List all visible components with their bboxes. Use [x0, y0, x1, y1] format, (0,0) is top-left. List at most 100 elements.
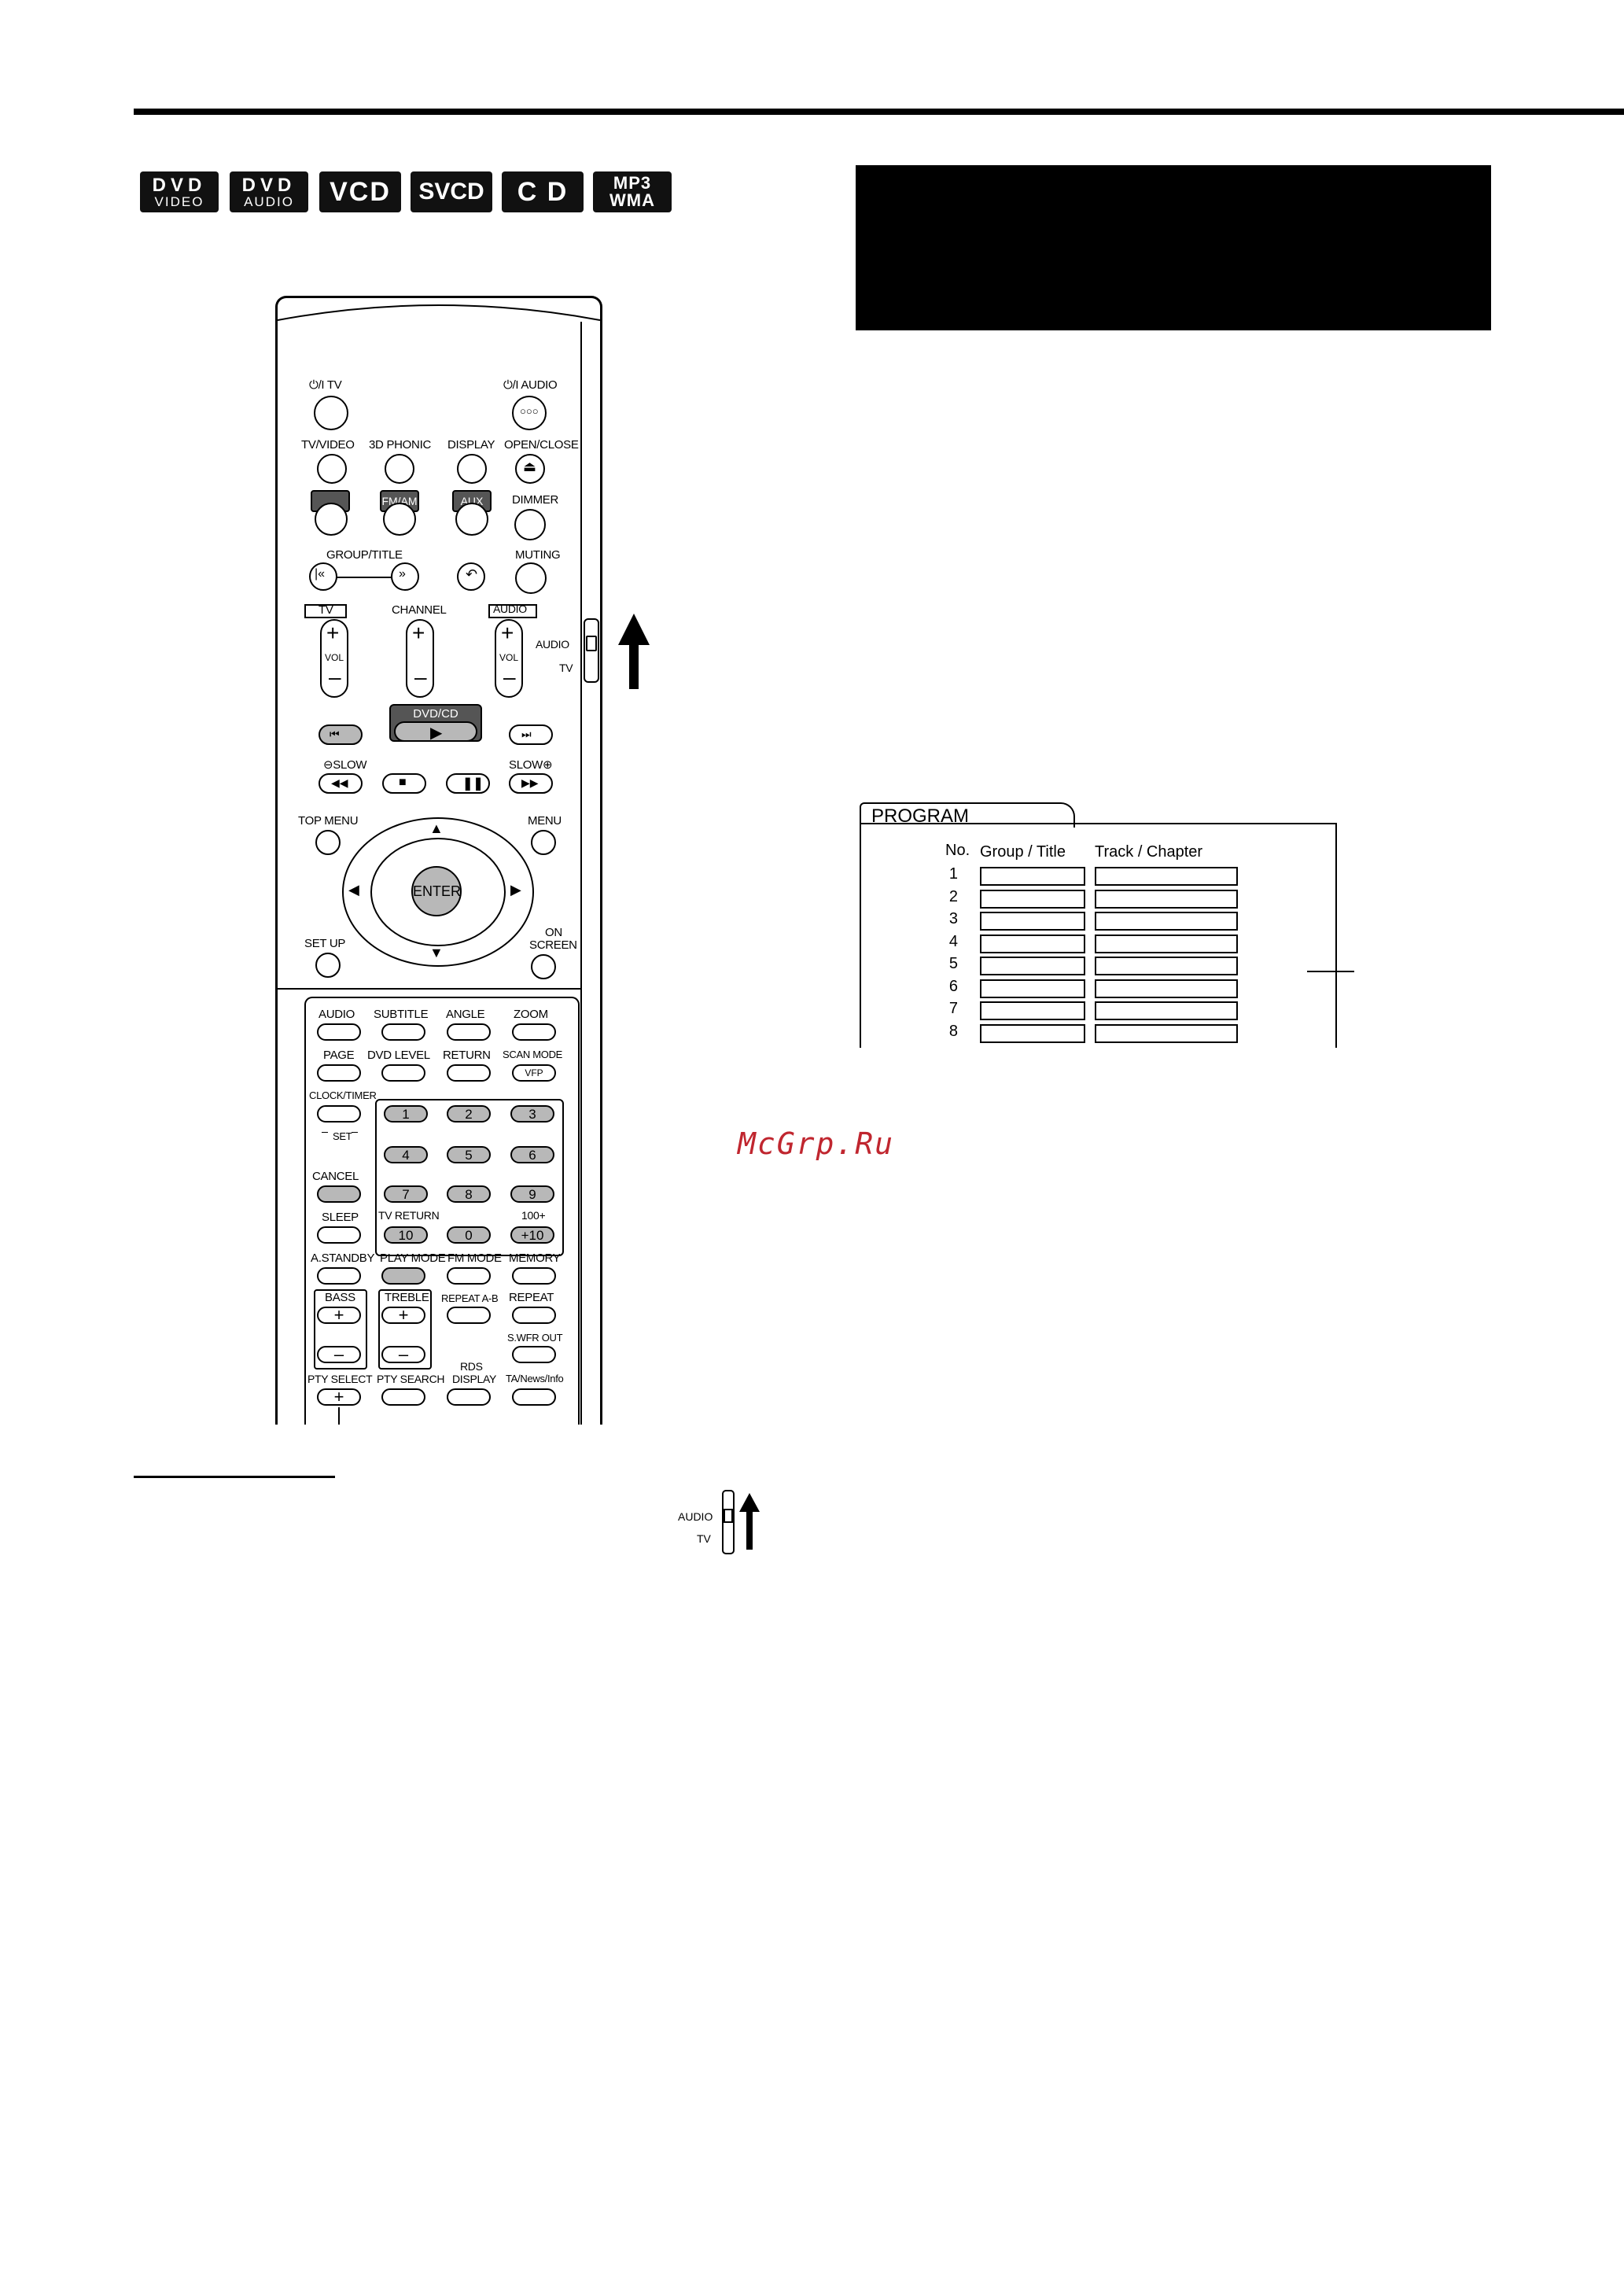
group-title-field[interactable] — [980, 889, 1085, 909]
audio-volume-rocker[interactable]: + VOL – — [495, 619, 523, 698]
group-title-field[interactable] — [980, 957, 1085, 975]
sleep-button[interactable] — [317, 1226, 361, 1244]
plus-icon: + — [398, 1305, 409, 1325]
page-button[interactable] — [317, 1064, 361, 1082]
a-standby-button[interactable] — [317, 1267, 361, 1285]
tv-power-button[interactable] — [314, 396, 348, 430]
up-arrow-icon[interactable]: ▲ — [429, 820, 444, 836]
number-9-button[interactable]: 9 — [510, 1185, 554, 1203]
down-arrow-icon[interactable]: ▼ — [429, 945, 444, 960]
arrow-up-icon — [618, 614, 650, 689]
group-title-field[interactable] — [980, 934, 1085, 953]
track-chapter-field[interactable] — [1095, 1001, 1238, 1020]
aux-button[interactable] — [455, 503, 488, 536]
audio-tv-switch[interactable] — [584, 618, 599, 683]
number-5-button[interactable]: 5 — [447, 1146, 491, 1163]
fm-am-button[interactable] — [383, 503, 416, 536]
label-cancel: CANCEL — [312, 1170, 359, 1183]
muting-button[interactable] — [515, 562, 547, 594]
number-10-button[interactable]: 10 — [384, 1226, 428, 1244]
plus-icon: + — [333, 1305, 344, 1325]
tv-video-button[interactable] — [317, 454, 347, 484]
number-1-button[interactable]: 1 — [384, 1105, 428, 1123]
track-chapter-field[interactable] — [1095, 979, 1238, 998]
vfp-button[interactable]: VFP — [512, 1064, 556, 1082]
right-arrow-icon[interactable]: ▶ — [510, 882, 521, 898]
bass-minus-button[interactable]: – — [317, 1344, 361, 1364]
treble-plus-button[interactable]: + — [381, 1305, 425, 1325]
left-arrow-icon[interactable]: ◀ — [348, 882, 359, 898]
forward-button[interactable]: ▶▶ — [509, 773, 553, 794]
play-button[interactable]: ▶ — [394, 721, 477, 742]
track-chapter-field[interactable] — [1095, 867, 1238, 886]
group-title-field[interactable] — [980, 867, 1085, 886]
track-chapter-field[interactable] — [1095, 1023, 1238, 1043]
track-chapter-field[interactable] — [1095, 934, 1238, 953]
track-chapter-field[interactable] — [1095, 912, 1238, 931]
track-chapter-field[interactable] — [1095, 889, 1238, 909]
stop-button[interactable]: ■ — [382, 773, 426, 794]
zoom-button[interactable] — [512, 1023, 556, 1041]
s-wfr-out-button[interactable] — [512, 1346, 556, 1363]
repeat-button[interactable] — [512, 1307, 556, 1324]
pty-search-button[interactable] — [381, 1388, 425, 1406]
menu-button[interactable] — [531, 830, 556, 855]
dvd-level-button[interactable] — [381, 1064, 425, 1082]
cancel-button[interactable] — [317, 1185, 361, 1203]
3d-phonic-button[interactable] — [385, 454, 414, 484]
plus-10-button[interactable]: +10 — [510, 1226, 554, 1244]
badge-cd: C D — [502, 171, 584, 212]
treble-frame — [378, 1289, 432, 1370]
group-title-field[interactable] — [980, 979, 1085, 998]
rds-display-button[interactable] — [447, 1388, 491, 1406]
label-switch-audio: AUDIO — [536, 638, 569, 651]
next-button[interactable]: ⏭ — [509, 724, 553, 745]
cursor-pad[interactable] — [342, 817, 534, 967]
group-title-field[interactable] — [980, 1001, 1085, 1020]
top-rule — [134, 109, 1624, 115]
track-chapter-field[interactable] — [1095, 957, 1238, 975]
display-button[interactable] — [457, 454, 487, 484]
set-up-button[interactable] — [315, 953, 341, 978]
audio-button[interactable] — [317, 1023, 361, 1041]
dimmer-button[interactable] — [514, 509, 546, 540]
group-title-prev-button[interactable]: |« — [309, 562, 337, 591]
rewind-button[interactable]: ◀◀ — [319, 773, 363, 794]
tv-volume-rocker[interactable]: + VOL – — [320, 619, 348, 698]
group-title-next-button[interactable]: » — [391, 562, 419, 591]
number-0-button[interactable]: 0 — [447, 1226, 491, 1244]
memory-button[interactable] — [512, 1267, 556, 1285]
label-pty-select: PTY SELECT — [307, 1373, 373, 1385]
number-7-button[interactable]: 7 — [384, 1185, 428, 1203]
number-6-button[interactable]: 6 — [510, 1146, 554, 1163]
number-4-button[interactable]: 4 — [384, 1146, 428, 1163]
subtitle-button[interactable] — [381, 1023, 425, 1041]
number-8-button[interactable]: 8 — [447, 1185, 491, 1203]
number-3-button[interactable]: 3 — [510, 1105, 554, 1123]
enter-button[interactable]: ENTER — [411, 866, 462, 916]
dvd-source-button[interactable] — [315, 503, 348, 536]
play-mode-button[interactable] — [381, 1267, 425, 1285]
clock-timer-button[interactable] — [317, 1105, 361, 1123]
group-title-field[interactable] — [980, 1023, 1085, 1043]
on-screen-button[interactable] — [531, 954, 556, 979]
audio-power-button[interactable]: ○○○ — [512, 396, 547, 430]
channel-rocker[interactable]: + – — [406, 619, 434, 698]
pause-button[interactable]: ❚❚ — [446, 773, 490, 794]
top-menu-button[interactable] — [315, 830, 341, 855]
angle-button[interactable] — [447, 1023, 491, 1041]
previous-channel-button[interactable]: ↶ — [457, 562, 485, 591]
open-close-button[interactable]: ⏏ — [515, 454, 545, 484]
ta-news-info-button[interactable] — [512, 1388, 556, 1406]
repeat-ab-button[interactable] — [447, 1307, 491, 1324]
return-button[interactable] — [447, 1064, 491, 1082]
label-clock-timer: CLOCK/TIMER — [309, 1089, 377, 1101]
pty-select-plus-button[interactable]: + — [317, 1387, 361, 1406]
bass-plus-button[interactable]: + — [317, 1305, 361, 1325]
plus-icon: + — [333, 1387, 344, 1406]
group-title-field[interactable] — [980, 912, 1085, 931]
fm-mode-button[interactable] — [447, 1267, 491, 1285]
treble-minus-button[interactable]: – — [381, 1344, 425, 1364]
previous-button[interactable]: ⏮ — [319, 724, 363, 745]
number-2-button[interactable]: 2 — [447, 1105, 491, 1123]
